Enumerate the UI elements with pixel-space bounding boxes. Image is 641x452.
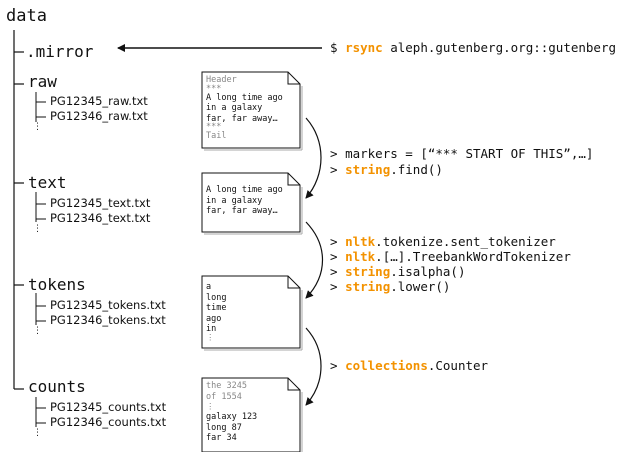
cmd-prompt: > (330, 162, 346, 177)
doc-line: in a galaxy (206, 195, 263, 206)
doc-marker: *** (206, 83, 222, 94)
cmd-prompt: > (330, 279, 346, 294)
doc-line: A long time ago (206, 185, 283, 195)
cmd-prompt: > (330, 358, 346, 373)
counts-document: the 3245 of 1554 ⋮ galaxy 123 long 87 fa… (202, 378, 288, 452)
cmd-keyword: nltk (345, 249, 376, 264)
folder-text: text (28, 173, 67, 192)
file-ellipsis: ⋮ (33, 428, 42, 438)
file-item: PG12345_tokens.txt (50, 298, 166, 312)
folder-raw: raw (28, 72, 57, 91)
doc-count: the 3245 (206, 381, 247, 391)
file-item: PG12345_text.txt (50, 196, 151, 210)
raw-document-shape (201, 71, 301, 149)
doc-count: long 87 (206, 422, 242, 433)
doc-line: far, far away… (206, 113, 278, 124)
cmd-keyword: nltk (345, 234, 376, 249)
arrow-tokens-to-counts (305, 327, 322, 406)
cmd-keyword: string (345, 279, 391, 294)
cmd-keyword: string (345, 162, 391, 177)
cmd-rsync: $ rsync aleph.gutenberg.org::gutenberg (330, 40, 616, 55)
cmd-rest: markers = [“*** START OF THIS”,…] (345, 146, 594, 161)
cmd-lower: > string.lower() (330, 279, 451, 294)
cmd-prompt: > (330, 249, 346, 264)
folder-tokens: tokens (28, 275, 86, 294)
cmd-isalpha: > string.isalpha() (330, 264, 466, 279)
file-item: PG12345_counts.txt (50, 400, 167, 414)
tree-trunk (13, 30, 24, 390)
cmd-keyword: string (345, 264, 391, 279)
cmd-rest: .lower() (390, 279, 451, 294)
doc-line: A long time ago (206, 92, 283, 103)
cmd-rest: .tokenize.sent_tokenizer (375, 234, 556, 249)
doc-more: ⋮ (206, 332, 215, 343)
doc-line: far, far away… (206, 206, 278, 216)
file-ellipsis: ⋮ (33, 326, 42, 336)
cmd-rest: .find() (390, 162, 443, 177)
cmd-rest: aleph.gutenberg.org::gutenberg (382, 40, 616, 55)
file-ellipsis: ⋮ (33, 224, 42, 234)
cmd-keyword: rsync (345, 40, 383, 55)
doc-header: Header (206, 75, 237, 85)
file-item: PG12345_raw.txt (50, 94, 148, 108)
cmd-prompt: $ (330, 40, 346, 55)
process-arrows (305, 117, 324, 406)
doc-token: long (206, 292, 227, 303)
cmd-rest: .Counter (427, 358, 489, 373)
file-item: PG12346_tokens.txt (50, 313, 166, 327)
doc-token: time (206, 303, 227, 313)
cmd-find: > string.find() (330, 162, 443, 177)
file-ellipsis: ⋮ (33, 122, 42, 132)
doc-count: galaxy 123 (206, 412, 258, 422)
raw-document: Header *** A long time ago in a galaxy f… (202, 72, 288, 148)
text-document-shape (201, 172, 301, 233)
doc-token: ago (206, 313, 222, 324)
doc-token: in (206, 324, 217, 334)
cmd-word-tokenizer: > nltk.[…].TreebankWordTokenizer (330, 249, 571, 264)
cmd-keyword: collections (345, 358, 428, 373)
document-shapes (201, 71, 303, 452)
folder-counts: counts (28, 377, 86, 396)
file-item: PG12346_raw.txt (50, 109, 148, 123)
cmd-prompt: > (330, 234, 346, 249)
tokens-document: a long time ago in ⋮ (202, 276, 288, 348)
cmd-prompt: > (330, 264, 346, 279)
tokens-document-shape (201, 275, 301, 349)
doc-tail: Tail (206, 131, 227, 141)
counts-document-shape (201, 377, 301, 452)
text-document: A long time ago in a galaxy far, far awa… (202, 173, 288, 232)
doc-marker: *** (206, 122, 222, 132)
file-branches (35, 92, 46, 427)
arrow-text-to-tokens (305, 221, 324, 299)
cmd-markers: > markers = [“*** START OF THIS”,…] (330, 146, 594, 161)
cmd-sent-tokenizer: > nltk.tokenize.sent_tokenizer (330, 234, 556, 249)
doc-count: far 34 (206, 433, 237, 443)
doc-count: of 1554 (206, 391, 242, 402)
doc-line: in a galaxy (206, 103, 263, 113)
cmd-prompt: > (330, 146, 346, 161)
cmd-counter: > collections.Counter (330, 358, 489, 373)
doc-token: a (206, 282, 212, 292)
cmd-rest: .[…].TreebankWordTokenizer (375, 249, 571, 264)
doc-more: ⋮ (206, 402, 215, 412)
folder-mirror: .mirror (26, 42, 94, 61)
cmd-rest: .isalpha() (390, 264, 466, 279)
root-folder-label: data (6, 6, 47, 26)
file-item: PG12346_text.txt (50, 211, 151, 225)
file-item: PG12346_counts.txt (50, 415, 167, 429)
arrow-raw-to-text (305, 117, 322, 199)
